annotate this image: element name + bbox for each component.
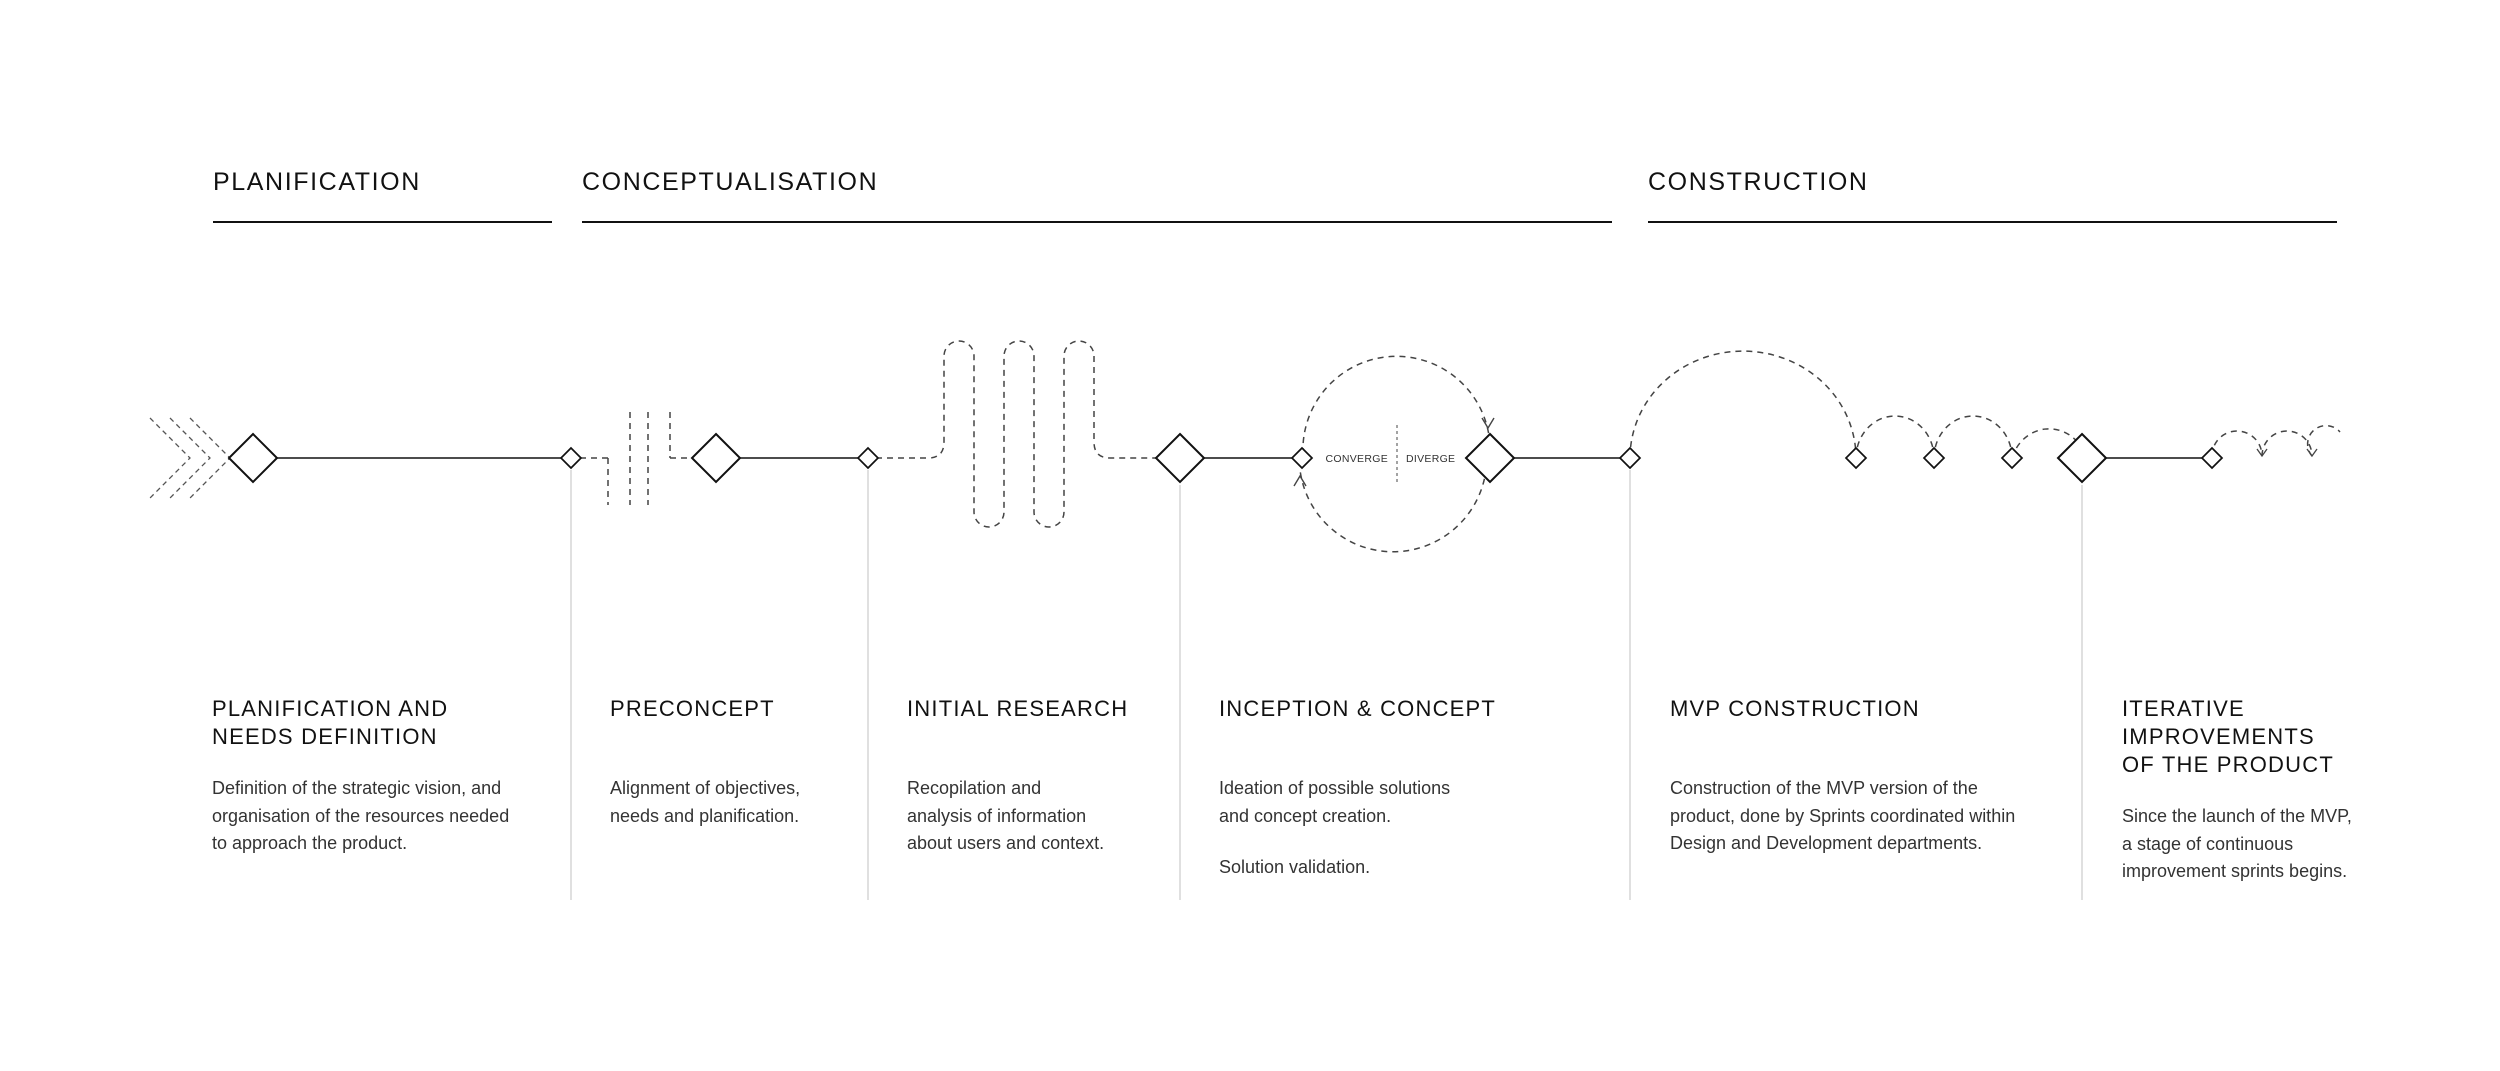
checkpoint-diamonds: [559, 446, 2224, 470]
milestone-diamond: [227, 432, 279, 484]
checkpoint-diamond: [1290, 446, 1314, 470]
stage-title: PLANIFICATION AND NEEDS DEFINITION: [212, 696, 449, 749]
checkpoint-diamond: [1844, 446, 1868, 470]
stage-planification: PLANIFICATION AND NEEDS DEFINITION Defin…: [212, 695, 542, 858]
stage-mvp-construction: MVP CONSTRUCTION Construction of the MVP…: [1670, 695, 2070, 858]
checkpoint-diamond: [2200, 446, 2224, 470]
milestone-diamond: [2056, 432, 2108, 484]
checkpoint-diamond: [2000, 446, 2024, 470]
stage-description: Definition of the strategic vision, and …: [212, 778, 510, 853]
stage-title: INITIAL RESEARCH: [907, 696, 1129, 721]
stage-dividers: [570, 470, 2083, 900]
entry-chevrons: [149, 417, 231, 499]
stage-description: Recopilation and analysis of information…: [907, 778, 1105, 853]
phase-title-construction: CONSTRUCTION: [1648, 168, 1869, 196]
stage-title: PRECONCEPT: [610, 696, 775, 721]
stage-description: Since the launch of the MVP, a stage of …: [2122, 806, 2352, 881]
stage-initial-research: INITIAL RESEARCH Recopilation and analys…: [907, 695, 1157, 858]
research-serpentine: [876, 340, 1156, 528]
phase-title-planification: PLANIFICATION: [213, 168, 421, 196]
phase-title-conceptualisation: CONCEPTUALISATION: [582, 168, 879, 196]
stage-title: ITERATIVE IMPROVEMENTS OF THE PRODUCT: [2122, 696, 2334, 777]
stage-title: MVP CONSTRUCTION: [1670, 696, 1920, 721]
milestone-diamond: [1464, 432, 1516, 484]
milestone-diamond: [1154, 432, 1206, 484]
milestone-diamonds: [227, 432, 2108, 484]
checkpoint-diamond: [1618, 446, 1642, 470]
stage-iterative-improvements: ITERATIVE IMPROVEMENTS OF THE PRODUCT Si…: [2122, 695, 2382, 886]
checkpoint-diamond: [559, 446, 583, 470]
checkpoint-diamond: [1922, 446, 1946, 470]
stage-description: Construction of the MVP version of the p…: [1670, 778, 2016, 853]
diverge-label: DIVERGE: [1406, 453, 1455, 465]
mvp-sprint-arcs: [1629, 350, 2341, 459]
milestone-diamond: [690, 432, 742, 484]
converge-diverge-loop: CONVERGE DIVERGE: [1293, 355, 1495, 553]
stage-description-secondary: Solution validation.: [1219, 857, 1371, 877]
stage-description: Alignment of objectives, needs and plani…: [610, 778, 801, 826]
sprint-arrowheads: [2256, 448, 2318, 458]
converge-label: CONVERGE: [1326, 453, 1389, 465]
stage-title: INCEPTION & CONCEPT: [1219, 696, 1497, 721]
stage-inception-concept: INCEPTION & CONCEPT Ideation of possible…: [1219, 695, 1579, 882]
stage-preconcept: PRECONCEPT Alignment of objectives, need…: [610, 695, 850, 830]
preconcept-dashed-bars: [580, 412, 692, 505]
stage-description: Ideation of possible solutions and conce…: [1219, 778, 1451, 826]
checkpoint-diamond: [856, 446, 880, 470]
